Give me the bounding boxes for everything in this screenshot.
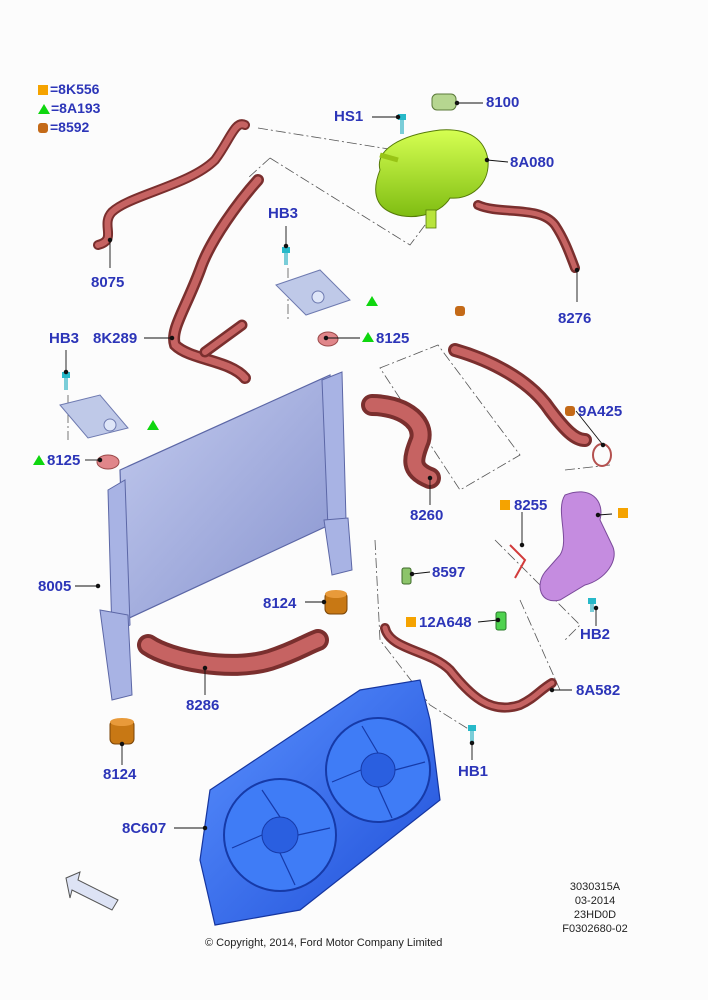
- label-8100: 8100: [486, 94, 520, 111]
- hose-8260: [361, 394, 441, 489]
- legend-code: =8592: [50, 119, 90, 135]
- label-8286: 8286: [186, 697, 220, 714]
- bracket-hb3-top: [275, 269, 351, 316]
- reference-line: 3030315A: [569, 881, 621, 893]
- fan-shroud-8c607: [199, 679, 441, 926]
- bolt-hb3-left: [62, 372, 70, 390]
- pipe-9a425: [448, 343, 592, 447]
- label-8276: 8276: [558, 310, 592, 327]
- triangle-icon: [33, 455, 45, 465]
- bolt-hb1: [468, 725, 476, 743]
- square-icon: [38, 85, 48, 96]
- mount-8125-left: [96, 454, 120, 470]
- reference-line: F0302680-02: [562, 923, 628, 935]
- triangle-icon: [362, 332, 374, 342]
- legend-row: =8K556: [38, 81, 99, 97]
- hose-8276: [473, 200, 580, 273]
- triangle-icon: [366, 296, 378, 306]
- hose-8286: [137, 629, 329, 676]
- label-9a425: 9A425: [578, 403, 623, 420]
- o-ring-9a425: [592, 443, 612, 467]
- label-8005: 8005: [38, 578, 72, 595]
- bolt-hb3-top: [282, 247, 290, 265]
- label-8260: 8260: [410, 507, 444, 524]
- coolant-reservoir-8a080: [375, 93, 489, 229]
- label-8597: 8597: [432, 564, 466, 581]
- triangle-icon: [38, 104, 50, 115]
- label-8a582: 8A582: [576, 682, 621, 699]
- label-8124-mid: 8124: [263, 595, 297, 612]
- octagon-icon: [565, 406, 575, 416]
- label-hb3-left: HB3: [49, 330, 80, 347]
- octagon-icon: [38, 123, 48, 134]
- reference-line: 03-2014: [574, 895, 616, 907]
- copyright-text: © Copyright, 2014, Ford Motor Company Li…: [205, 937, 443, 949]
- mount-8124-bottom: [109, 718, 135, 745]
- octagon-icon: [455, 306, 465, 316]
- hose-8a582: [380, 623, 557, 713]
- reference-block: 3030315A 03-2014 23HD0D F0302680-02: [540, 880, 650, 936]
- symbol-markers: [33, 296, 628, 627]
- label-8125-top: 8125: [376, 330, 410, 347]
- label-8a080: 8A080: [510, 154, 555, 171]
- triangle-icon: [147, 420, 159, 430]
- assembly-lines: [67, 127, 611, 731]
- legend-row: =8A193: [38, 100, 100, 116]
- reference-line: 23HD0D: [573, 909, 617, 921]
- label-8125-left: 8125: [47, 452, 81, 469]
- bolt-hb2: [588, 598, 596, 612]
- thermostat-housing: [509, 491, 615, 602]
- label-12a648: 12A648: [419, 614, 472, 631]
- reservoir-cap-8100: [431, 93, 457, 111]
- bolt-hs1: [398, 114, 406, 134]
- label-8075: 8075: [91, 274, 125, 291]
- label-8k289: 8K289: [93, 330, 138, 347]
- label-8124-bottom: 8124: [103, 766, 137, 783]
- square-icon: [500, 500, 510, 510]
- bracket-hb3-left: [59, 394, 129, 439]
- square-icon: [618, 508, 628, 518]
- radiator-8005: [99, 371, 353, 701]
- front-direction-arrow-icon: [65, 871, 119, 911]
- label-hb2: HB2: [580, 626, 611, 643]
- sensor-8597: [401, 567, 412, 585]
- label-8c607: 8C607: [122, 820, 167, 837]
- hose-8075: [93, 119, 250, 250]
- legend-code: =8A193: [51, 100, 101, 116]
- legend-row: =8592: [38, 119, 89, 135]
- square-icon: [406, 617, 416, 627]
- legend-code: =8K556: [50, 81, 100, 97]
- label-hb3-top: HB3: [268, 205, 299, 222]
- mount-8124-mid: [324, 590, 348, 615]
- leader-lines: [63, 100, 613, 831]
- label-hs1: HS1: [334, 108, 364, 125]
- hose-8k289: [168, 174, 264, 384]
- label-8255: 8255: [514, 497, 548, 514]
- label-hb1: HB1: [458, 763, 489, 780]
